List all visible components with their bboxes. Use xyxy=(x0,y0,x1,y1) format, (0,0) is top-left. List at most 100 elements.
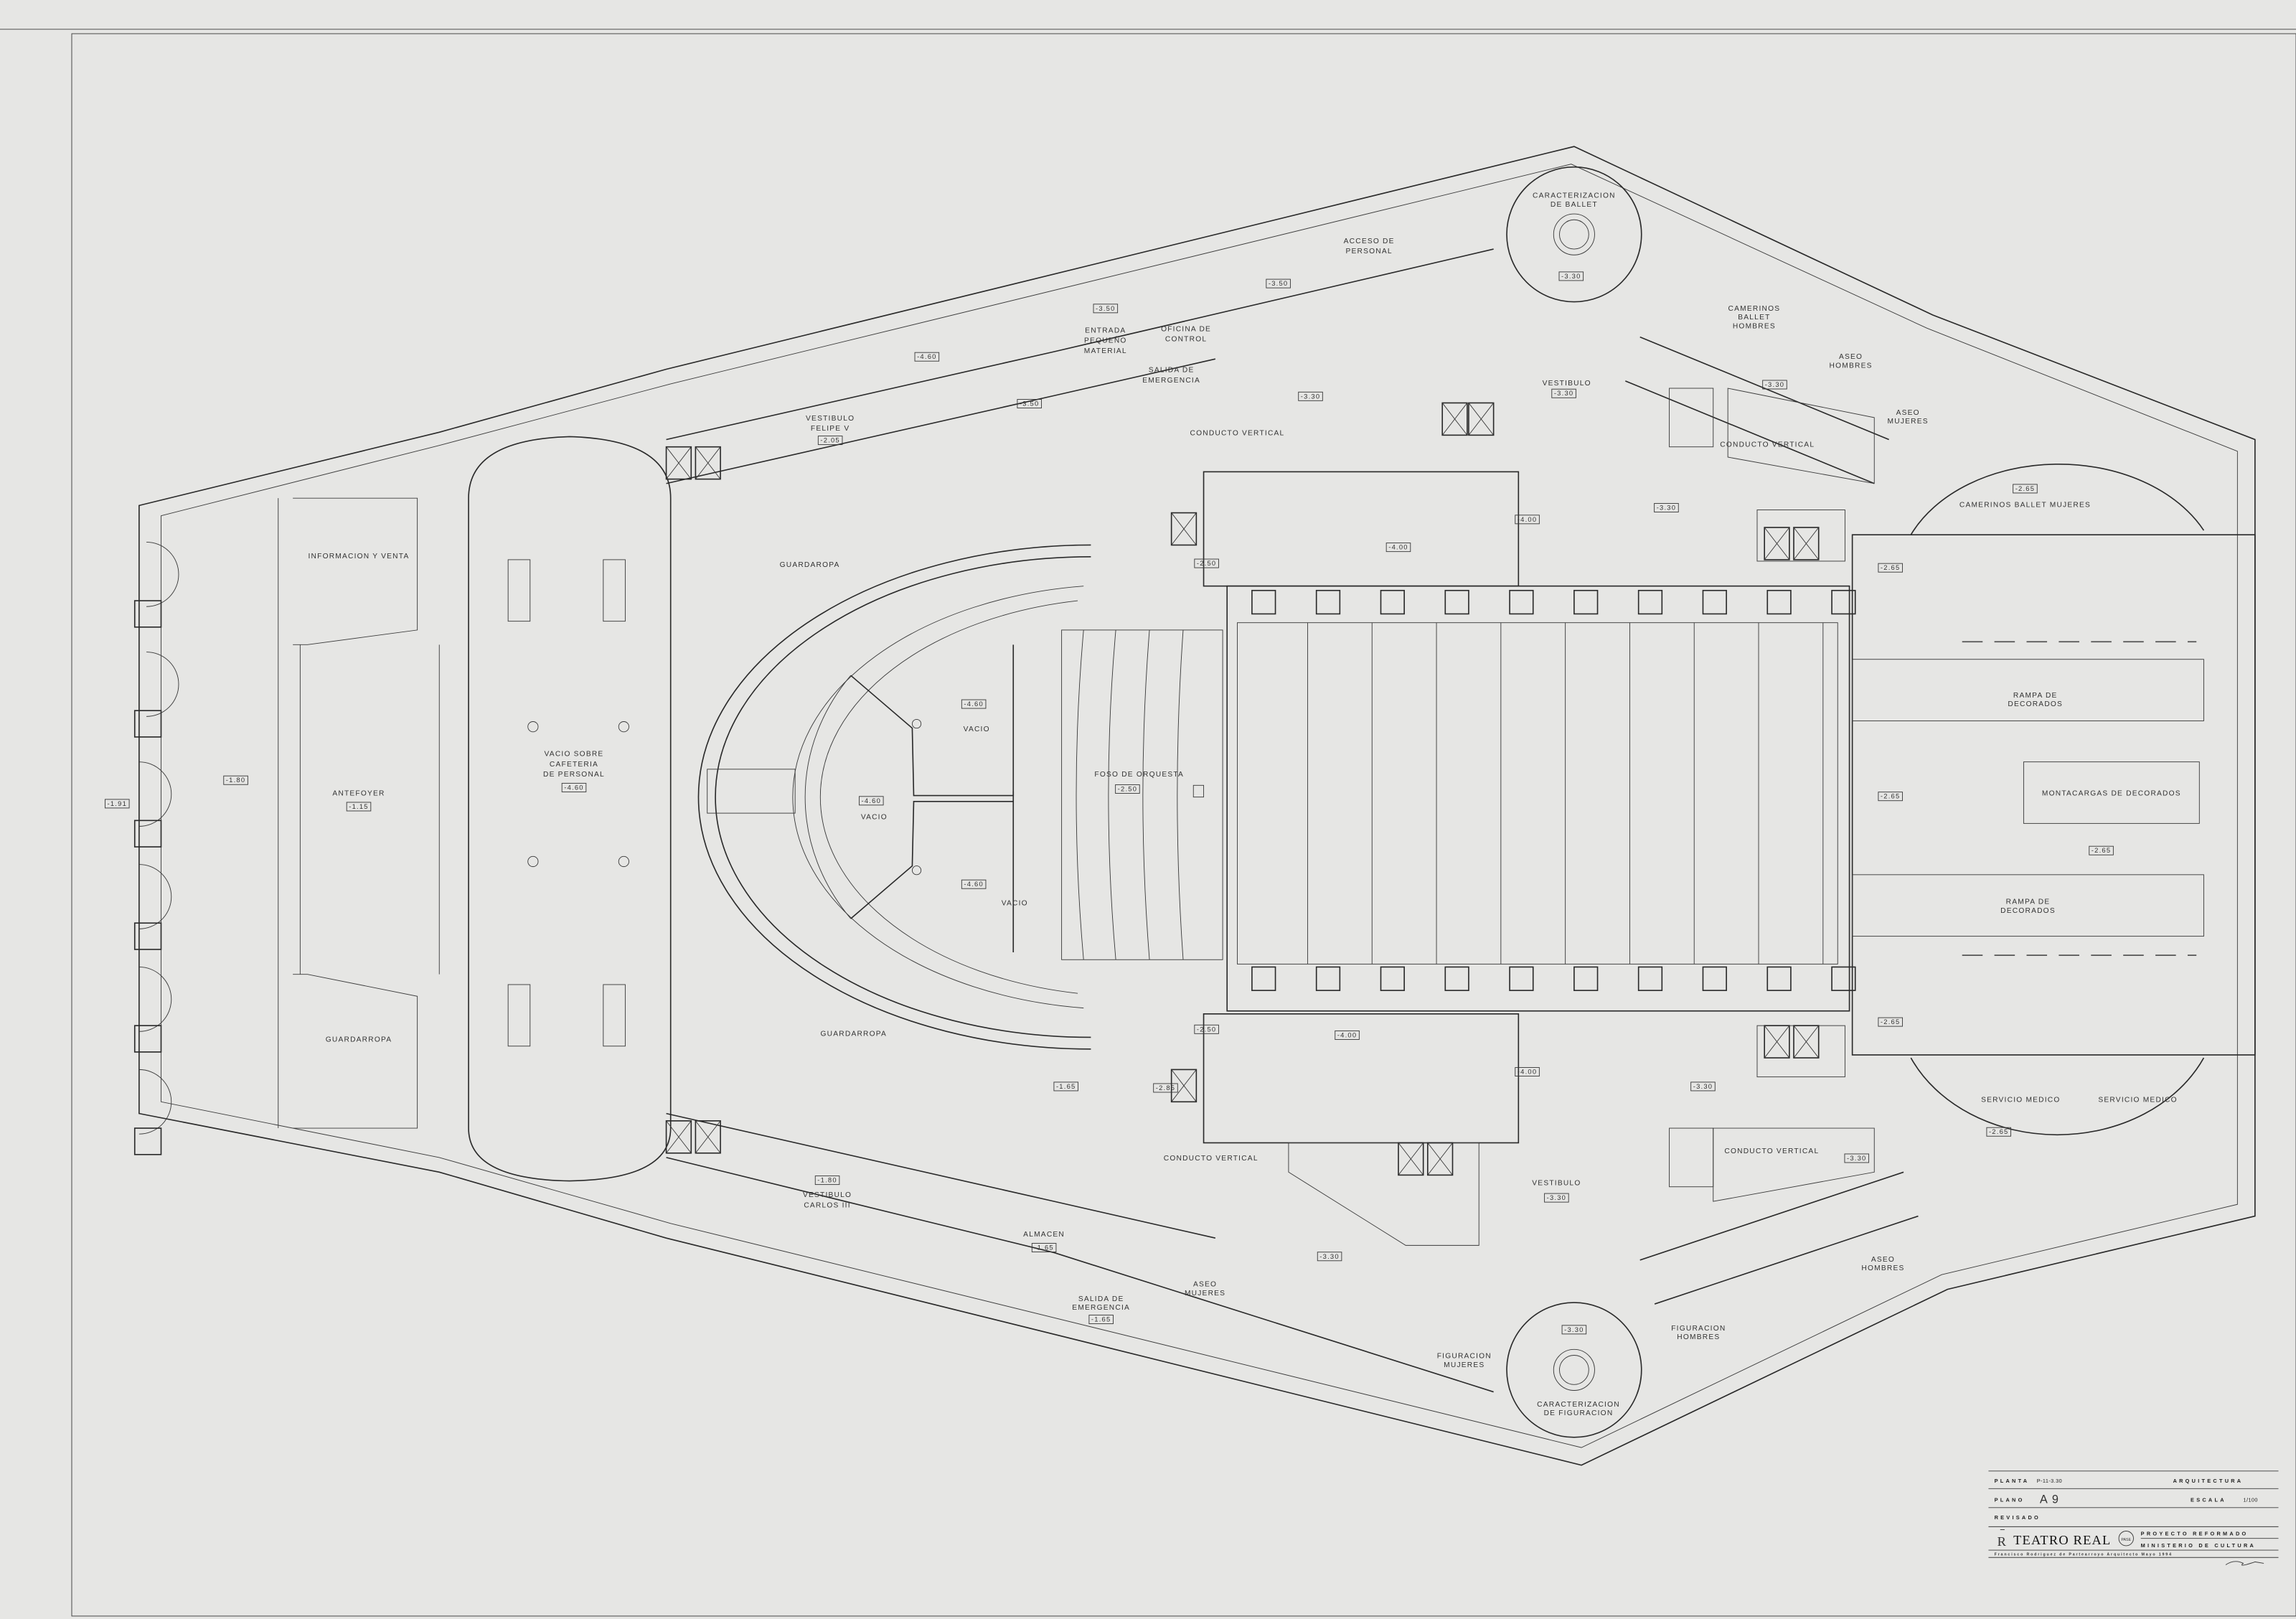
level-330-a: -3.30 xyxy=(1301,393,1320,400)
label-vacio-cafeteria-2: CAFETERIA xyxy=(550,761,598,769)
level-box xyxy=(561,782,587,792)
svg-text:PASE: PASE xyxy=(2121,1538,2131,1542)
label-camerinos-hombres-2: BALLET xyxy=(1738,314,1770,322)
level-box xyxy=(817,436,843,446)
label-conducto-1: CONDUCTO VERTICAL xyxy=(1190,429,1285,437)
label-caract-figuracion-1: CARACTERIZACION xyxy=(1537,1401,1620,1409)
label-antefoyer: ANTEFOYER xyxy=(332,790,385,798)
level-vacio-cafeteria: -4.60 xyxy=(564,784,583,791)
elevator xyxy=(1793,527,1820,560)
window-arch xyxy=(146,652,179,717)
elevator xyxy=(665,1120,692,1154)
label-rampa-bottom-1: RAMPA DE xyxy=(2006,898,2051,906)
level-330-c: -3.30 xyxy=(1657,504,1676,511)
window-arch xyxy=(138,1069,172,1135)
level-box xyxy=(104,799,130,809)
label-conducto-2: CONDUCTO VERTICAL xyxy=(1720,441,1815,449)
elevator-cross xyxy=(1793,527,1820,560)
stage-column xyxy=(1315,589,1341,615)
level-felipe-stair: -4.60 xyxy=(917,353,936,360)
label-aseo-mujeres-2: MUJERES xyxy=(1185,1290,1225,1297)
level-box xyxy=(1153,1083,1178,1093)
level-box xyxy=(859,796,884,806)
level-box xyxy=(1031,1243,1057,1252)
stage xyxy=(1203,471,1856,1144)
level-250-top: -2.50 xyxy=(1197,560,1216,567)
level-box xyxy=(1335,1030,1360,1040)
label-montacargas: MONTACARGAS DE DECORADOS xyxy=(2042,790,2181,798)
label-aseo-mujeres-top-2: MUJERES xyxy=(1888,418,1929,426)
level-vestibulo-felipe: -2.05 xyxy=(820,437,839,444)
level-box xyxy=(346,802,372,812)
elevator-cross xyxy=(1764,527,1790,560)
label-figuracion-mujeres-1: FIGURACION xyxy=(1437,1353,1492,1361)
stage-column xyxy=(1573,966,1599,991)
window-arch xyxy=(138,864,172,929)
level-265-b: -2.65 xyxy=(1881,793,1900,800)
label-aseo-hombres-bottom-2: HOMBRES xyxy=(1861,1264,1904,1272)
level-servicio-medico: -2.65 xyxy=(1989,1128,2008,1135)
stage-column xyxy=(1766,589,1792,615)
label-aseo-hombres-bottom-1: ASEO xyxy=(1871,1256,1895,1264)
scenery-area xyxy=(1851,463,2256,1136)
elevator-cross xyxy=(1171,1069,1197,1102)
label-salida-bottom-2: EMERGENCIA xyxy=(1072,1304,1130,1312)
facade-pier xyxy=(133,600,162,628)
window-arch xyxy=(138,967,172,1032)
level-box xyxy=(1115,784,1140,794)
room-labels: INFORMACION Y VENTA ANTEFOYER -1.15 -1.8… xyxy=(104,192,2181,1417)
level-box xyxy=(1266,278,1291,288)
elevator-cross xyxy=(1793,1025,1820,1059)
label-acceso-1: ACCESO DE xyxy=(1344,238,1395,245)
level-330-f: -3.30 xyxy=(1319,1253,1339,1260)
level-box xyxy=(1515,515,1540,525)
label-salida-top-2: EMERGENCIA xyxy=(1142,377,1200,385)
label-oficina-2: CONTROL xyxy=(1165,336,1207,344)
level-box xyxy=(914,352,940,362)
stage-column xyxy=(1702,966,1727,991)
level-box xyxy=(1558,271,1584,281)
level-box xyxy=(2013,484,2038,494)
level-salida-bottom: -1.65 xyxy=(1091,1316,1111,1323)
level-box xyxy=(1878,563,1903,573)
label-almacen: ALMACEN xyxy=(1023,1231,1065,1239)
stage-column xyxy=(1573,589,1599,615)
label-caract-ballet-2: DE BALLET xyxy=(1551,201,1598,209)
level-box xyxy=(1017,399,1042,409)
stage-column xyxy=(1444,589,1469,615)
elevator-cross xyxy=(666,1120,692,1154)
stage-column xyxy=(1251,589,1276,615)
level-box xyxy=(1053,1081,1078,1092)
label-servicio-medico-2: SERVICIO MEDICO xyxy=(2098,1096,2177,1104)
level-caract-figuracion: -3.30 xyxy=(1564,1326,1584,1333)
level-vestibulo-carlos: -1.80 xyxy=(817,1177,837,1184)
label-oficina-1: OFICINA DE xyxy=(1161,325,1211,333)
label-figuracion-hombres-2: HOMBRES xyxy=(1677,1333,1720,1341)
level-montacargas: -2.65 xyxy=(2092,847,2111,854)
stage-column xyxy=(1831,589,1856,615)
level-285: -2.85 xyxy=(1156,1084,1175,1092)
diagonal-wings xyxy=(666,248,1919,1393)
elevator-cross xyxy=(1398,1142,1424,1175)
level-250-bottom: -2.50 xyxy=(1197,1026,1216,1033)
ministerio-line: MINISTERIO DE CULTURA xyxy=(2141,1542,2256,1549)
level-stage-bottom: -4.00 xyxy=(1337,1031,1357,1038)
level-box xyxy=(1551,388,1576,398)
level-box xyxy=(1194,1024,1219,1034)
level-porch: -1.80 xyxy=(226,776,245,784)
escala-value: 1/100 xyxy=(2244,1497,2258,1503)
level-acceso: -3.50 xyxy=(1269,280,1288,287)
stage-column xyxy=(1509,589,1534,615)
label-conducto-4: CONDUCTO VERTICAL xyxy=(1724,1148,1819,1155)
facade-pier xyxy=(133,710,162,738)
level-vacio-3: -4.60 xyxy=(964,881,983,888)
escala-label: ESCALA xyxy=(2191,1497,2226,1503)
level-box xyxy=(961,699,987,709)
label-figuracion-mujeres-2: MUJERES xyxy=(1444,1361,1485,1369)
elevator-cross xyxy=(1171,512,1197,545)
architect-credit: Francisco Rodriguez de Partearroyo Arqui… xyxy=(1995,1552,2173,1557)
cafeteria-void xyxy=(468,436,672,1182)
level-antefoyer: -1.15 xyxy=(349,803,368,810)
label-vestibulo-carlos-2: CARLOS III xyxy=(804,1201,850,1209)
level-vestibulo-bottom: -3.30 xyxy=(1547,1194,1566,1201)
